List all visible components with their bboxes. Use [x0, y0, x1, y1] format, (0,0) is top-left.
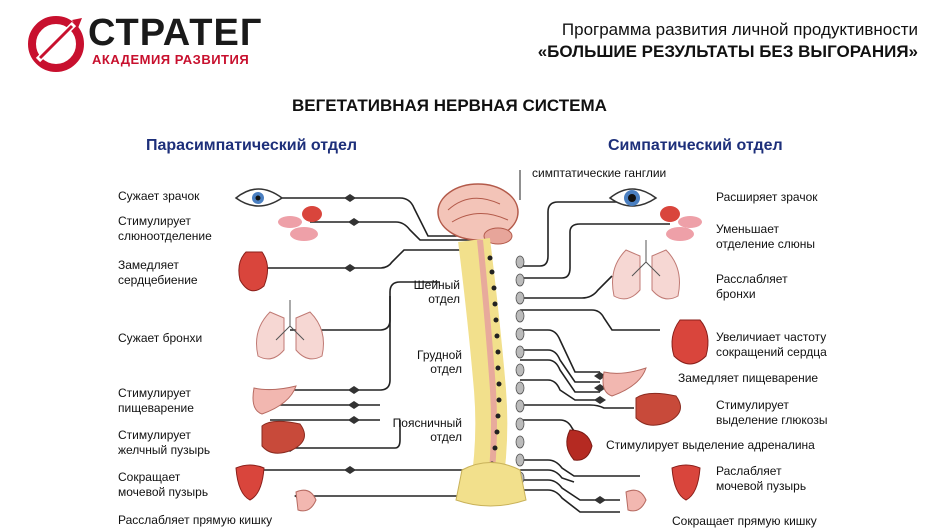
- para-effect-heart: Замедляет сердцебиение: [118, 258, 198, 287]
- left-lungs-icon: [256, 300, 324, 360]
- program-subtitle: «БОЛЬШИЕ РЕЗУЛЬТАТЫ БЕЗ ВЫГОРАНИЯ»: [537, 42, 918, 61]
- thoracic-region-label: Грудной отдел: [417, 348, 462, 376]
- symp-effect-heart: Увеличиает частоту сокращений сердца: [716, 330, 827, 359]
- right-bladder-icon: [671, 464, 701, 501]
- symp-effect-bronchi: Расслабляет бронхи: [716, 272, 788, 301]
- para-effect-gallbladder: Стимулирует желчный пузырь: [118, 428, 211, 457]
- left-stomach-icon: [252, 385, 297, 415]
- right-heart-icon: [671, 319, 709, 365]
- left-salivary-icon: [278, 206, 322, 241]
- logo-subtitle: АКАДЕМИЯ РАЗВИТИЯ: [92, 52, 250, 67]
- left-eye-icon: [234, 188, 284, 207]
- para-effect-rectum: Расслабляет прямую кишку: [118, 513, 273, 527]
- symp-effect-bladder: Раслабляет мочевой пузырь: [716, 464, 807, 493]
- right-liver-icon: [635, 392, 681, 426]
- para-effect-bronchi: Сужает бронхи: [118, 331, 203, 345]
- symp-effect-saliva: Уменьшает отделение слюны: [716, 222, 816, 251]
- diagram-title: ВЕГЕТАТИВНАЯ НЕРВНАЯ СИСТЕМА: [292, 96, 607, 115]
- right-eye-icon: [608, 188, 658, 207]
- right-lungs-icon: [612, 240, 680, 300]
- symp-effect-rectum: Сокращает прямую кишку: [672, 514, 817, 528]
- left-liver-icon: [261, 420, 305, 454]
- adrenal-kidney-icon: [566, 429, 593, 461]
- right-rectum-icon: [625, 489, 647, 512]
- lumbar-region-label: Поясничный отдел: [392, 416, 462, 444]
- symp-effect-pupil: Расширяет зрачок: [716, 190, 818, 204]
- logo: [28, 14, 278, 72]
- right-stomach-icon: [602, 367, 647, 397]
- para-effect-pupil: Сужает зрачок: [118, 189, 200, 203]
- sympathetic-heading: Симпатический отдел: [608, 137, 783, 154]
- left-heart-icon: [238, 251, 268, 292]
- cervical-region-label: Шейный отдел: [413, 278, 460, 306]
- parasympathetic-heading: Парасимпатический отдел: [146, 137, 358, 154]
- para-effect-saliva: Стимулирует слюноотделение: [118, 214, 212, 243]
- para-effect-digestion: Стимулирует пищеварение: [118, 386, 194, 415]
- ganglia-label: симптатические ганглии: [532, 166, 667, 180]
- right-salivary-icon: [660, 206, 702, 241]
- symp-effect-digestion: Замедляет пищеварение: [678, 371, 819, 385]
- logo-emblem-icon: [28, 16, 84, 72]
- left-bladder-icon: [235, 464, 265, 501]
- program-title: Программа развития личной продуктивности: [561, 20, 918, 39]
- logo-wordmark: СТРАТЕГ: [88, 12, 263, 54]
- para-effect-bladder: Сокращает мочевой пузырь: [118, 470, 209, 499]
- symp-effect-adrenaline: Стимулирует выделение адреналина: [606, 438, 815, 452]
- left-rectum-icon: [295, 489, 317, 512]
- symp-effect-glucose: Стимулирует выделение глюкозы: [716, 398, 828, 427]
